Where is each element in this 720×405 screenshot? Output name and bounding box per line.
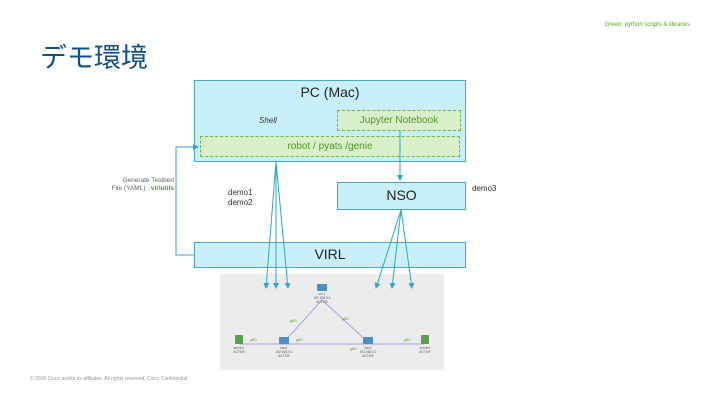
nso-arrow-1: [374, 209, 402, 289]
nso-box: [337, 182, 466, 210]
iosv2-node-name: iosv2: [364, 346, 372, 350]
virl-box: [194, 242, 466, 268]
robot-pyats-genie-box: robot / pyats /genie: [200, 136, 460, 157]
server2-node: server2 ACTIVE: [419, 335, 431, 354]
link-tag-3: gi0/1: [350, 347, 357, 351]
iosv1-node-status: ACTIVE: [278, 354, 290, 358]
server1-node-name: server1: [234, 346, 245, 350]
demo1-label: demo1: [228, 188, 253, 197]
iosv2-node-status: ACTIVE: [362, 354, 374, 358]
xrv-node-ip: 192.168.0.3: [314, 296, 331, 300]
shell-label: Shell: [259, 116, 277, 125]
pc-label: PC (Mac): [300, 84, 360, 100]
generate-testbed-label: Generate Testbed File (YAML) : virlutils: [84, 177, 174, 193]
virl-label: VIRL: [314, 246, 346, 262]
link-tag-6: gi0/1: [342, 317, 349, 321]
iosv2-node: iosv2 192.168.0.2 ACTIVE: [360, 337, 377, 358]
link-tag-5: gi0/1: [290, 319, 297, 323]
iosv1-node: iosv1 192.168.0.1 ACTIVE: [276, 337, 293, 358]
generate-line2-text: File (YAML) :: [111, 185, 151, 192]
link-tag-1: gi0/1: [250, 338, 257, 342]
pc-arrow-1: [263, 161, 277, 289]
iosv1-node-name: iosv1: [280, 346, 288, 350]
virl-to-robot-arrow: [175, 144, 199, 256]
nso-arrow-2: [389, 209, 402, 289]
legend-note: Green: python scripts & libraries: [604, 22, 690, 28]
xrv-node-name: xrv-1: [318, 292, 325, 296]
server1-node-status: ACTIVE: [233, 350, 245, 354]
server2-node-name: server2: [420, 346, 431, 350]
footer-copyright: © 2018 Cisco and/or its affiliates. All …: [30, 376, 188, 382]
demo-labels: demo1 demo2: [228, 188, 252, 208]
nso-arrow-3: [400, 209, 415, 289]
nso-label: NSO: [386, 187, 417, 203]
topo-link-left: [283, 299, 323, 343]
generate-line2: File (YAML) : virlutils: [84, 185, 174, 193]
topology-panel: [220, 274, 444, 370]
jupyter-notebook-box: Jupyter Notebook: [337, 110, 461, 131]
xrv-node-status: ACTIVE: [316, 300, 328, 304]
iosv1-node-ip: 192.168.0.1: [276, 350, 293, 354]
link-tag-2: gi0/1: [296, 338, 303, 342]
demo3-label: demo3: [472, 184, 497, 193]
server2-node-status: ACTIVE: [419, 350, 431, 354]
server1-node: server1 ACTIVE: [233, 335, 245, 354]
demo2-label: demo2: [228, 198, 253, 207]
iosv2-node-ip: 192.168.0.2: [360, 350, 377, 354]
link-tag-4: gi0/1: [404, 338, 411, 342]
virlutils-label: virlutils: [150, 185, 174, 192]
slide-title: デモ環境: [40, 43, 148, 74]
xrv-node: xrv-1 192.168.0.3 ACTIVE: [314, 284, 331, 304]
topo-link-right: [321, 299, 369, 343]
pc-arrow-3: [275, 161, 291, 289]
generate-line1: Generate Testbed: [122, 177, 174, 184]
